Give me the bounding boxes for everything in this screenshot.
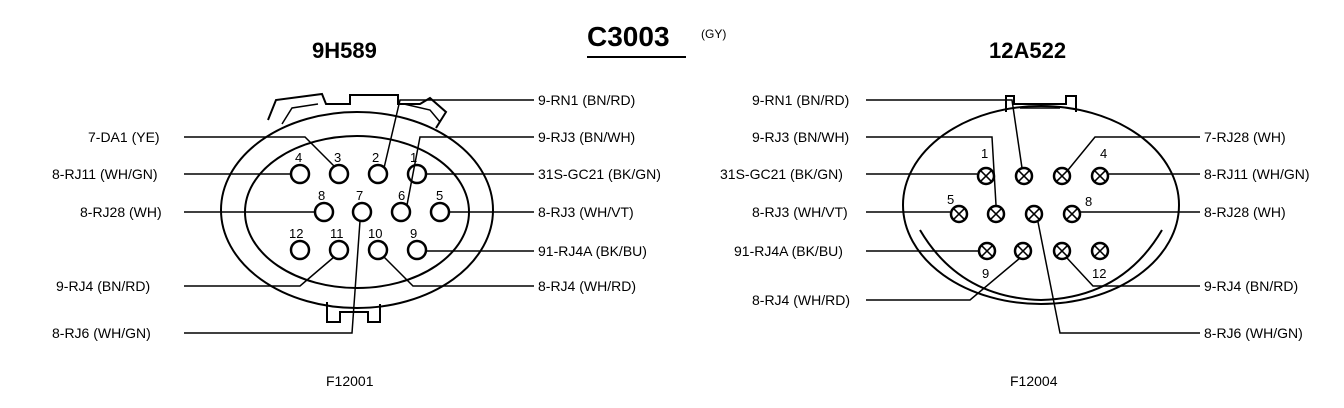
right-label-rj4-bn: 9-RJ4 (BN/RD): [1204, 278, 1298, 294]
left-figure-id: F12001: [326, 373, 374, 389]
left-pin-number: 10: [368, 226, 382, 241]
left-pin-numbers: 4 3 2 1 8 7 6 5 12 11 10 9: [289, 150, 443, 241]
right-pin-number: 8: [1085, 194, 1092, 209]
left-label-rj28: 8-RJ28 (WH): [80, 204, 162, 220]
right-pin: [1062, 204, 1082, 224]
left-pin-6: [390, 201, 412, 223]
right-label-rj4-wh: 8-RJ4 (WH/RD): [752, 292, 850, 308]
left-label-rj4a: 91-RJ4A (BK/BU): [538, 243, 647, 259]
right-pin-number: 12: [1092, 266, 1106, 281]
left-pin-number: 6: [398, 188, 405, 203]
left-label-rn1: 9-RN1 (BN/RD): [538, 92, 635, 108]
right-pin: [1024, 204, 1044, 224]
left-label-rj4-wh: 8-RJ4 (WH/RD): [538, 278, 636, 294]
right-pin: [1014, 166, 1034, 186]
left-label-rj4-bn: 9-RJ4 (BN/RD): [56, 278, 150, 294]
left-pin-2: [367, 163, 389, 185]
left-pins: [289, 163, 451, 261]
left-pin-1: [406, 163, 428, 185]
right-label-rj11: 8-RJ11 (WH/GN): [1204, 166, 1310, 182]
left-pin-11: [328, 239, 350, 261]
right-pin-number: 5: [947, 192, 954, 207]
left-label-rj6: 8-RJ6 (WH/GN): [52, 325, 151, 341]
right-pin: [1052, 241, 1072, 261]
left-pin-4: [289, 163, 311, 185]
right-pin-number: 9: [982, 266, 989, 281]
right-figure-id: F12004: [1010, 373, 1058, 389]
right-label-gc21: 31S-GC21 (BK/GN): [720, 166, 843, 182]
left-pin-number: 4: [295, 150, 302, 165]
right-pin: [977, 241, 997, 261]
left-pin-number: 9: [410, 226, 417, 241]
right-pin-number: 1: [981, 146, 988, 161]
left-pin-number: 12: [289, 226, 303, 241]
left-pin-number: 2: [372, 150, 379, 165]
left-pin-number: 1: [410, 150, 417, 165]
right-label-rj4a: 91-RJ4A (BK/BU): [734, 243, 843, 259]
right-part-number: 12A522: [989, 38, 1066, 63]
right-pin-number: 4: [1100, 146, 1107, 161]
right-pin: [949, 204, 969, 224]
right-connector-body: [902, 95, 1180, 305]
left-pin-number: 11: [330, 226, 344, 241]
right-label-rj3-bn: 9-RJ3 (BN/WH): [752, 129, 849, 145]
right-label-rj28b: 8-RJ28 (WH): [1204, 204, 1286, 220]
right-pin: [1013, 241, 1033, 261]
left-pin-3: [328, 163, 350, 185]
left-part-number: 9H589: [312, 38, 377, 63]
left-pin-7: [351, 201, 373, 223]
left-pin-12: [289, 239, 311, 261]
right-pin: [986, 204, 1006, 224]
left-pin-number: 8: [318, 188, 325, 203]
color-code: (GY): [701, 27, 726, 41]
left-pin-9: [406, 239, 428, 261]
right-pin: [1090, 241, 1110, 261]
right-leader-lines: [866, 99, 1200, 334]
left-label-rj3-wh: 8-RJ3 (WH/VT): [538, 204, 634, 220]
left-label-rj11: 8-RJ11 (WH/GN): [52, 166, 158, 182]
left-label-gc21: 31S-GC21 (BK/GN): [538, 166, 661, 182]
left-pin-5: [429, 201, 451, 223]
left-leader-lines: [184, 99, 534, 334]
right-label-rj28: 7-RJ28 (WH): [1204, 129, 1286, 145]
right-pin: [1090, 166, 1110, 186]
left-pin-number: 7: [356, 188, 363, 203]
right-pin-numbers: 1 4 5 8 9 12: [947, 146, 1107, 281]
left-pin-10: [367, 239, 389, 261]
right-pin: [1052, 166, 1072, 186]
right-pins: [949, 166, 1110, 261]
right-label-rn1: 9-RN1 (BN/RD): [752, 92, 849, 108]
left-label-da1: 7-DA1 (YE): [88, 129, 160, 145]
left-pin-number: 3: [334, 150, 341, 165]
connector-id: C3003: [587, 21, 670, 52]
right-label-rj3-wh: 8-RJ3 (WH/VT): [752, 204, 848, 220]
left-pin-8: [313, 201, 335, 223]
right-label-rj6: 8-RJ6 (WH/GN): [1204, 325, 1303, 341]
left-pin-number: 5: [436, 188, 443, 203]
left-label-rj3-bn: 9-RJ3 (BN/WH): [538, 129, 635, 145]
right-pin: [976, 166, 996, 186]
